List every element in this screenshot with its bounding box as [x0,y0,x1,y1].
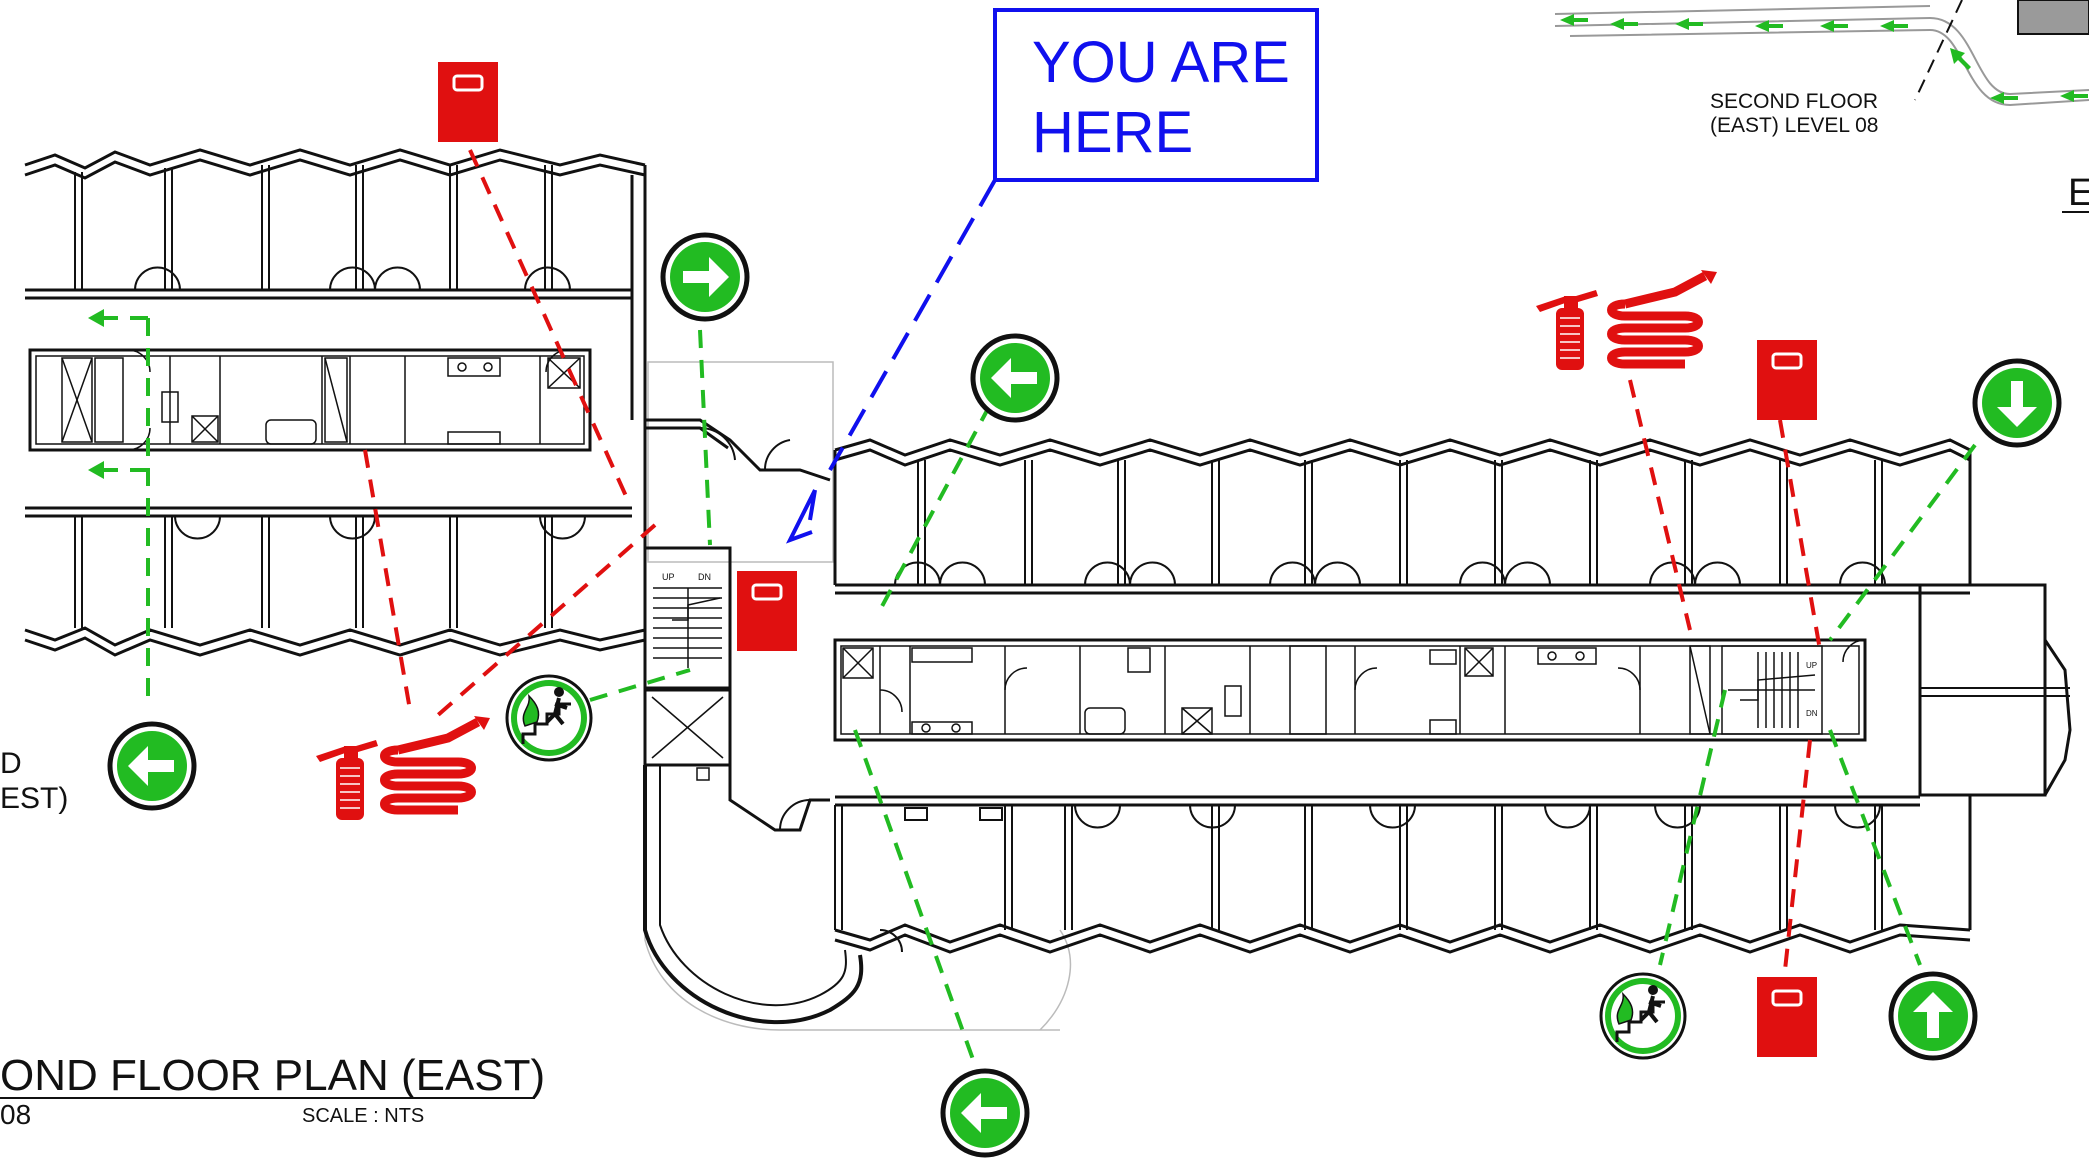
route-arrowheads [88,309,104,479]
fire-extinguisher-icon [1535,289,1599,371]
stair-dn-label-east: DN [1806,709,1818,718]
you-are-here-box: YOU ARE HERE [993,8,1319,182]
exit-arrow-left-icon [973,336,1057,420]
stair-dn-label: DN [698,572,711,582]
key-plan: SECOND FLOOR (EAST) LEVEL 08 E [1554,0,2089,214]
stair-core: UP DN [643,361,1072,1031]
stair-up-label: UP [662,572,675,582]
west-wing-label-line2: EST) [0,782,68,815]
you-are-here-line2: HERE [1032,100,1193,165]
fire-alarm-panel-icon [1755,975,1819,1059]
exit-arrow-up-icon [1891,974,1975,1058]
plan-title: OND FLOOR PLAN (EAST) [0,1051,545,1100]
fire-alarm-panel-icon [436,60,500,144]
you-are-here-leader [785,179,997,544]
fire-equipment-links [363,149,1822,971]
exit-arrow-right-icon [663,235,747,319]
fire-hose-reel-icon [385,716,491,810]
you-are-here-line1: YOU ARE [1032,30,1290,95]
fire-alarm-panel-icon [1755,338,1819,422]
fire-hose-reel-icon [1612,270,1718,364]
exit-arrow-down-icon [1975,361,2059,445]
east-wing: UP DN [833,438,2072,954]
plan-scale: SCALE : NTS [302,1105,424,1127]
fire-extinguisher-icon [315,739,379,821]
fire-escape-stairs-icon [1599,972,1687,1060]
key-plan-label-line1: SECOND FLOOR [1710,90,1878,113]
key-plan-label-line2: (EAST) LEVEL 08 [1710,114,1878,137]
fire-alarm-panel-icon [735,569,799,653]
stair-up-label-east: UP [1806,661,1817,670]
evacuation-routes [100,316,1977,1066]
right-edge-letter: E [2068,172,2089,214]
plan-title-block: OND FLOOR PLAN (EAST) 08 SCALE : NTS [0,1051,545,1130]
exit-arrow-left-icon [943,1071,1027,1155]
exit-arrow-left-icon [110,724,194,808]
west-wing-label-line1: D [0,747,22,780]
west-wing [24,148,647,657]
plan-level: 08 [0,1099,31,1130]
fire-escape-stairs-icon [505,674,593,762]
